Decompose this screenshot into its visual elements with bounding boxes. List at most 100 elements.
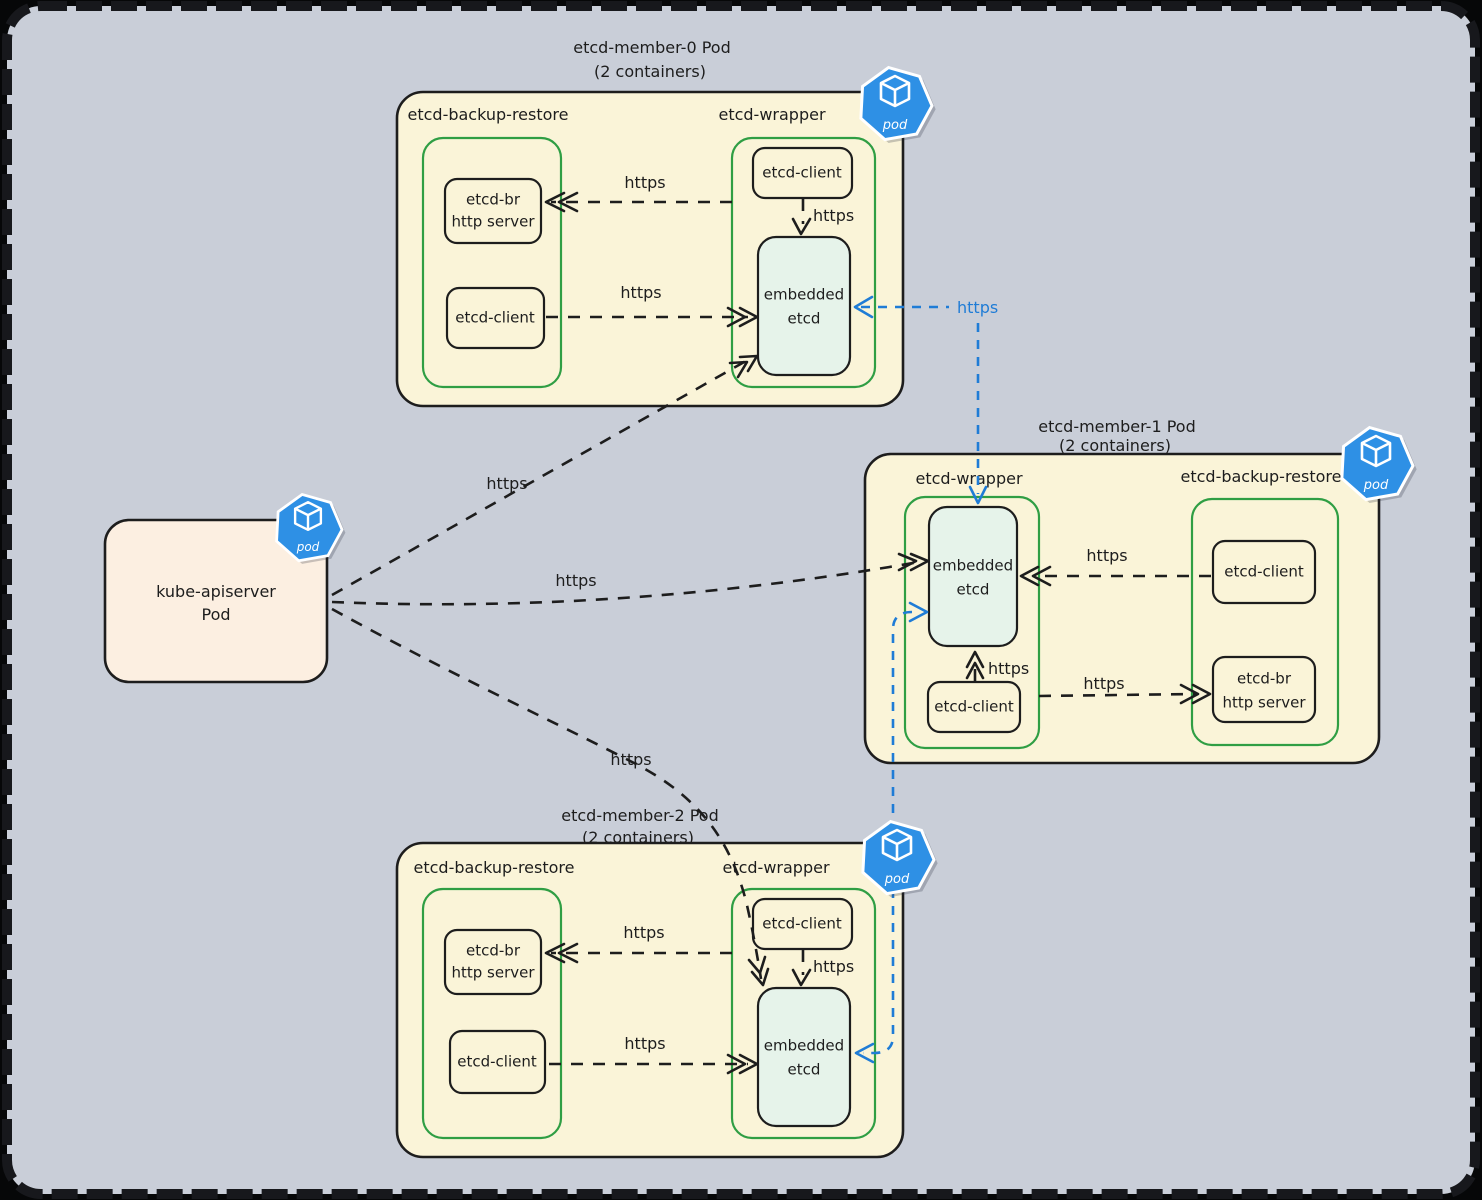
member1-backup-restore-container	[1190, 497, 1340, 747]
etcd-member-1-pod: etcd-member-1 Pod (2 containers) etcd-wr…	[863, 417, 1381, 765]
arrowhead	[738, 354, 759, 373]
member2-wrapper-etcd-client-box	[751, 897, 854, 951]
arrowhead	[726, 306, 747, 328]
member0-etcd-br-http-server-box	[443, 177, 543, 245]
edge-label-https: https	[620, 283, 661, 302]
member2-embedded-line2: etcd	[788, 1061, 821, 1079]
edge-label-https: https	[624, 1034, 665, 1053]
edges-blue: https	[853, 295, 998, 1064]
etcd-member-2-pod: etcd-member-2 Pod (2 containers) etcd-ba…	[395, 806, 905, 1159]
kube-apiserver-pod: kube-apiserver Pod	[103, 518, 329, 684]
member1-embedded-line1: embedded	[933, 557, 1013, 575]
member0-etcd-br-line1: etcd-br	[466, 191, 521, 209]
member2-etcd-br-line2: http server	[451, 964, 535, 982]
arrowhead	[544, 191, 566, 213]
member1-br-etcd-client-box	[1211, 539, 1317, 605]
member0-title: etcd-member-0 Pod	[573, 38, 730, 57]
arrowhead	[544, 942, 566, 964]
edge-label-https-blue: https	[957, 298, 998, 317]
arrowhead	[1191, 683, 1212, 705]
member2-br-etcd-client-box	[448, 1029, 547, 1095]
edge-label-https: https	[555, 571, 596, 590]
member2-embedded-etcd-box	[756, 986, 852, 1128]
member1-wrapper-etcd-client-box	[926, 680, 1022, 734]
member0-etcd-br-line2: http server	[451, 213, 535, 231]
member0-wrapper-etcd-client-box	[751, 146, 854, 200]
member1-subtitle: (2 containers)	[1059, 436, 1171, 455]
member1-wrapper-container	[903, 495, 1041, 750]
edge-api-to-member1	[331, 560, 920, 606]
edge-label-https: https	[623, 923, 664, 942]
member0-backup-restore-label: etcd-backup-restore	[408, 105, 569, 124]
arrowhead	[968, 485, 988, 505]
member0-wrapper-etcd-client-label: etcd-client	[762, 164, 842, 182]
arrowhead	[965, 661, 985, 680]
edge-label-https: https	[1086, 546, 1127, 565]
arrowhead	[965, 650, 985, 669]
edge-label-https: https	[813, 206, 854, 225]
edge-label-https: https	[1083, 674, 1124, 693]
member0-embedded-line1: embedded	[764, 286, 844, 304]
arrowhead	[750, 967, 770, 987]
member1-wrapper-label: etcd-wrapper	[915, 469, 1022, 488]
arrowhead	[908, 601, 929, 623]
member0-embedded-etcd-box	[756, 235, 852, 377]
member0-subtitle: (2 containers)	[594, 62, 706, 81]
arrowhead	[747, 955, 767, 975]
member2-backup-restore-container	[421, 887, 563, 1140]
edge-label-https: https	[988, 659, 1029, 678]
member1-backup-restore-label: etcd-backup-restore	[1181, 467, 1342, 486]
arrowhead	[1019, 565, 1040, 587]
arrowhead	[738, 306, 759, 328]
arrowhead	[557, 942, 579, 964]
member0-backup-restore-container	[421, 136, 563, 389]
arrowhead	[853, 295, 874, 319]
edge-label-https: https	[624, 173, 665, 192]
kube-apiserver-label-line2: Pod	[201, 605, 230, 624]
member2-embedded-line1: embedded	[764, 1037, 844, 1055]
member1-etcd-br-line2: http server	[1222, 694, 1306, 712]
edge-label-https: https	[610, 750, 651, 769]
member2-br-etcd-client-label: etcd-client	[457, 1053, 537, 1071]
edge-member1-wrapper-to-br-server	[1038, 692, 1197, 698]
etcd-member-0-pod: etcd-member-0 Pod (2 containers) etcd-ba…	[395, 38, 905, 408]
arrowhead	[909, 552, 930, 572]
member0-br-etcd-client-label: etcd-client	[455, 309, 535, 327]
kube-apiserver-label-line1: kube-apiserver	[156, 582, 276, 601]
arrowhead	[1179, 683, 1200, 705]
arrowhead	[738, 1053, 759, 1075]
edge-label-https: https	[486, 474, 527, 493]
member2-wrapper-container	[730, 887, 877, 1140]
member0-wrapper-label: etcd-wrapper	[718, 105, 825, 124]
arrowhead	[791, 968, 812, 987]
edges-black: https https https https https https http…	[331, 173, 1212, 1075]
arrowhead	[1031, 565, 1052, 587]
member1-title: etcd-member-1 Pod	[1038, 417, 1195, 436]
member2-wrapper-etcd-client-label: etcd-client	[762, 915, 842, 933]
edge-api-to-member0	[331, 359, 747, 597]
member1-br-etcd-client-label: etcd-client	[1224, 563, 1304, 581]
arrowhead	[854, 1042, 875, 1064]
member1-embedded-line2: etcd	[957, 581, 990, 599]
arrowhead	[557, 191, 579, 213]
arrowhead	[728, 360, 749, 379]
arrowhead	[726, 1053, 747, 1075]
member2-etcd-br-line1: etcd-br	[466, 942, 521, 960]
member2-wrapper-label: etcd-wrapper	[722, 858, 829, 877]
edge-label-https: https	[813, 957, 854, 976]
member1-etcd-br-line1: etcd-br	[1237, 670, 1292, 688]
member1-etcd-br-http-server-box	[1211, 655, 1317, 724]
member2-backup-restore-label: etcd-backup-restore	[414, 858, 575, 877]
member0-br-etcd-client-box	[445, 286, 546, 350]
arrowhead	[791, 217, 812, 236]
member0-embedded-line2: etcd	[788, 310, 821, 328]
member0-wrapper-container	[730, 136, 877, 389]
arrowhead	[897, 552, 918, 572]
edge-api-to-member2	[331, 607, 763, 980]
kube-apiserver-box	[103, 518, 329, 684]
member1-wrapper-etcd-client-label: etcd-client	[934, 698, 1014, 716]
member2-etcd-br-http-server-box	[443, 928, 543, 996]
